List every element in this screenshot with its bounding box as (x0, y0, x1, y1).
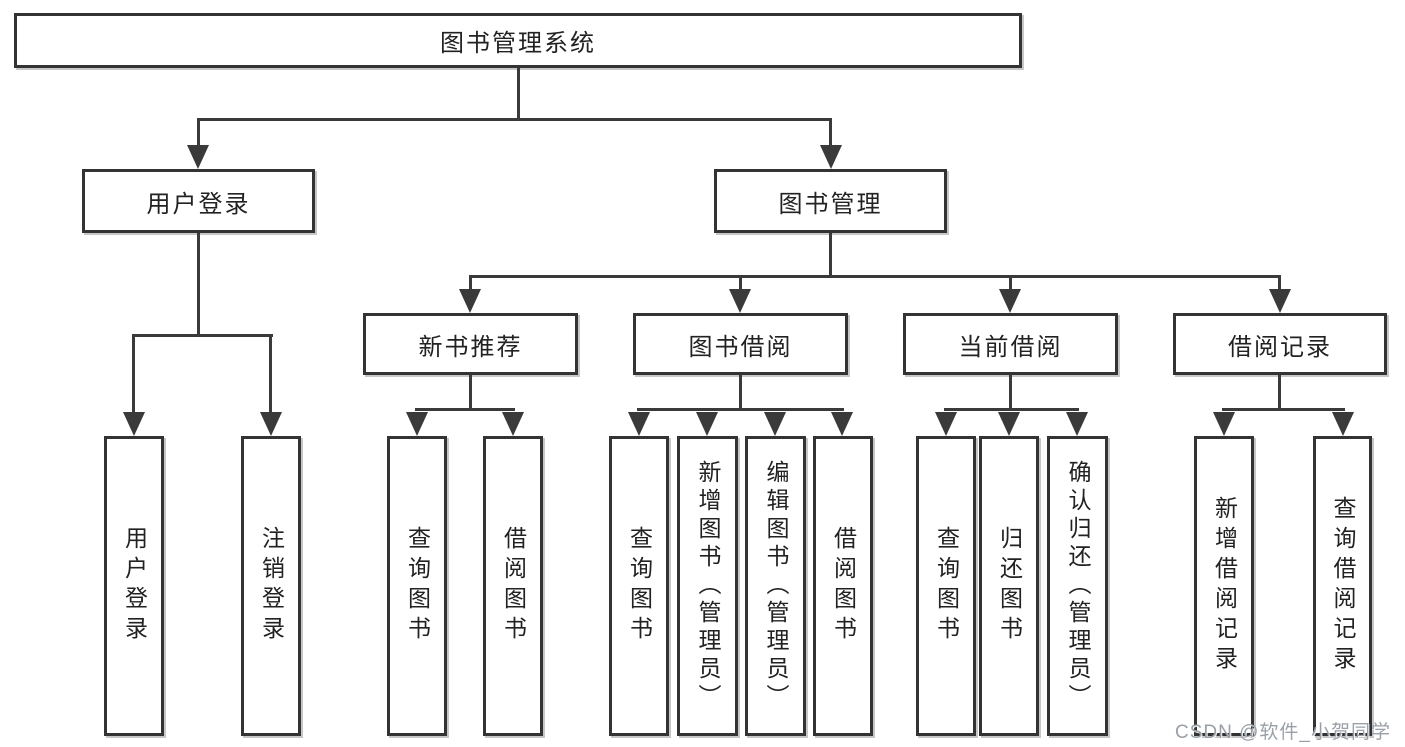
leaf-logout-label: 注销登录 (258, 526, 285, 646)
connector-leaf-user-login-stem (132, 336, 135, 414)
arrow-down-add-borrow-record (1213, 412, 1235, 436)
arrow-down-borrow-records (1269, 289, 1291, 313)
node-borrow-records: 借阅记录 (1173, 313, 1387, 375)
leaf-add-borrow-record-label: 新增借阅记录 (1211, 496, 1238, 676)
leaf-add-book-admin-label: 新增图书（管理员） (695, 460, 721, 712)
connector-borrow-records-hline (1222, 408, 1345, 411)
connector-user-login-down (197, 233, 200, 334)
connector-user-login-hline (132, 334, 273, 337)
leaf-user-login: 用户登录 (104, 436, 164, 736)
leaf-query-book-1-label: 查询图书 (404, 526, 431, 646)
arrow-down-query-book-2 (628, 412, 650, 436)
arrow-down-book-mgmt (820, 145, 842, 169)
connector-user-login-stem (197, 120, 200, 148)
arrow-down-edit-book (764, 412, 786, 436)
arrow-down-query-book-3 (935, 412, 957, 436)
connector-borrow-records-down (1278, 375, 1281, 408)
connector-leaf-logout-stem (269, 336, 272, 414)
arrow-down-borrow-book-1 (502, 412, 524, 436)
arrow-down-return-book (998, 412, 1020, 436)
arrow-down-confirm-return (1066, 412, 1088, 436)
connector-borrow-records-stem (1278, 277, 1281, 291)
arrow-down-book-borrow (729, 289, 751, 313)
connector-current-borrow-down (1009, 375, 1012, 408)
arrow-down-query-borrow-record (1332, 412, 1354, 436)
leaf-borrow-book-1-label: 借阅图书 (500, 526, 527, 646)
connector-new-book-down (469, 375, 472, 408)
arrow-down-query-book-1 (406, 412, 428, 436)
connector-book-borrow-stem (739, 277, 742, 291)
node-root-label: 图书管理系统 (440, 30, 596, 57)
node-user-login-label: 用户登录 (146, 190, 251, 218)
node-book-borrow-label: 图书借阅 (688, 333, 793, 361)
leaf-confirm-return-admin: 确认归还（管理员） (1047, 436, 1108, 736)
connector-current-borrow-stem (1009, 277, 1012, 291)
connector-current-borrow-hline (944, 408, 1079, 411)
leaf-query-borrow-record: 查询借阅记录 (1313, 436, 1372, 736)
node-book-management: 图书管理 (714, 169, 947, 233)
leaf-add-borrow-record: 新增借阅记录 (1194, 436, 1254, 736)
arrow-down-borrow-book-2 (831, 412, 853, 436)
leaf-borrow-book-1: 借阅图书 (483, 436, 543, 736)
leaf-query-book-1: 查询图书 (387, 436, 447, 736)
leaf-return-book-label: 归还图书 (996, 526, 1023, 646)
leaf-query-book-2: 查询图书 (609, 436, 669, 736)
connector-book-mgmt-stem (829, 120, 832, 148)
arrow-down-new-book (459, 289, 481, 313)
connector-book-mgmt-hline (469, 275, 1281, 278)
csdn-watermark: CSDN @软件_小贺同学 (1175, 722, 1391, 743)
connector-root-stem (517, 68, 520, 118)
arrow-down-leaf-user-login (123, 412, 145, 436)
leaf-query-borrow-record-label: 查询借阅记录 (1330, 496, 1356, 676)
leaf-confirm-return-admin-label: 确认归还（管理员） (1065, 460, 1091, 712)
leaf-logout: 注销登录 (241, 436, 301, 736)
connector-new-book-stem (469, 277, 472, 291)
connector-new-book-hline (415, 408, 515, 411)
node-user-login: 用户登录 (82, 169, 315, 233)
leaf-edit-book-admin-label: 编辑图书（管理员） (763, 460, 789, 712)
arrow-down-current-borrow (999, 289, 1021, 313)
arrow-down-user-login (187, 145, 209, 169)
leaf-edit-book-admin: 编辑图书（管理员） (745, 436, 806, 736)
node-borrow-records-label: 借阅记录 (1228, 333, 1332, 361)
node-current-borrow-label: 当前借阅 (958, 333, 1063, 361)
connector-book-mgmt-down (829, 233, 832, 275)
node-current-borrow: 当前借阅 (903, 313, 1118, 375)
connector-book-borrow-hline (637, 408, 844, 411)
leaf-query-book-2-label: 查询图书 (626, 526, 653, 646)
node-root: 图书管理系统 (14, 13, 1022, 68)
leaf-return-book: 归还图书 (979, 436, 1039, 736)
node-new-book-recommend-label: 新书推荐 (418, 333, 523, 361)
leaf-borrow-book-2-label: 借阅图书 (830, 526, 857, 646)
connector-root-hline (197, 118, 832, 121)
leaf-query-book-3: 查询图书 (916, 436, 976, 736)
connector-book-borrow-down (739, 375, 742, 408)
leaf-user-login-label: 用户登录 (121, 526, 148, 646)
node-new-book-recommend: 新书推荐 (363, 313, 578, 375)
node-book-management-label: 图书管理 (778, 190, 883, 218)
node-book-borrow: 图书借阅 (633, 313, 848, 375)
leaf-query-book-3-label: 查询图书 (933, 526, 960, 646)
arrow-down-leaf-logout (260, 412, 282, 436)
leaf-borrow-book-2: 借阅图书 (813, 436, 873, 736)
arrow-down-add-book (696, 412, 718, 436)
leaf-add-book-admin: 新增图书（管理员） (677, 436, 738, 736)
